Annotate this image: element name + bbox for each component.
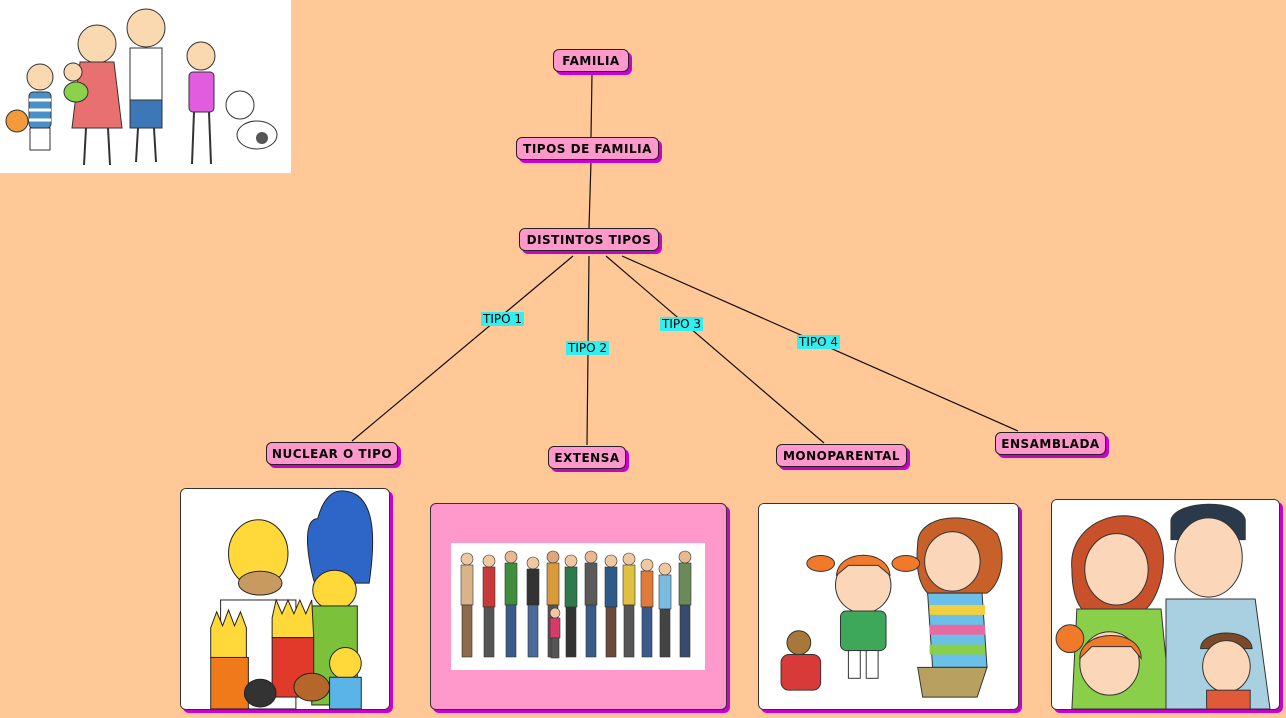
single-parent-family-image (758, 503, 1019, 710)
edge-familia-tipos (590, 73, 593, 138)
extended-family-photo (451, 543, 705, 670)
edge-tipo3 (605, 255, 825, 444)
link-label-tipo-2: TIPO 2 (566, 341, 609, 355)
edge-tipo1 (351, 255, 574, 442)
node-familia[interactable]: FAMILIA (553, 49, 629, 72)
extended-family-image (430, 503, 727, 710)
node-extensa[interactable]: EXTENSA (548, 446, 626, 469)
node-nuclear-o-tipo[interactable]: NUCLEAR O TIPO (266, 442, 398, 465)
node-monoparental[interactable]: MONOPARENTAL (776, 444, 907, 467)
blended-family-image (1051, 499, 1280, 710)
nuclear-family-image (180, 488, 390, 710)
link-label-tipo-4: TIPO 4 (797, 335, 840, 349)
node-distintos-tipos[interactable]: DISTINTOS TIPOS (519, 228, 659, 251)
link-label-tipo-3: TIPO 3 (660, 317, 703, 331)
node-ensamblada[interactable]: ENSAMBLADA (995, 432, 1106, 455)
link-label-tipo-1: TIPO 1 (481, 312, 524, 326)
family-cartoon-image (0, 0, 291, 173)
edge-tipos-distintos (588, 160, 592, 229)
node-tipos-de-familia[interactable]: TIPOS DE FAMILIA (516, 137, 659, 160)
